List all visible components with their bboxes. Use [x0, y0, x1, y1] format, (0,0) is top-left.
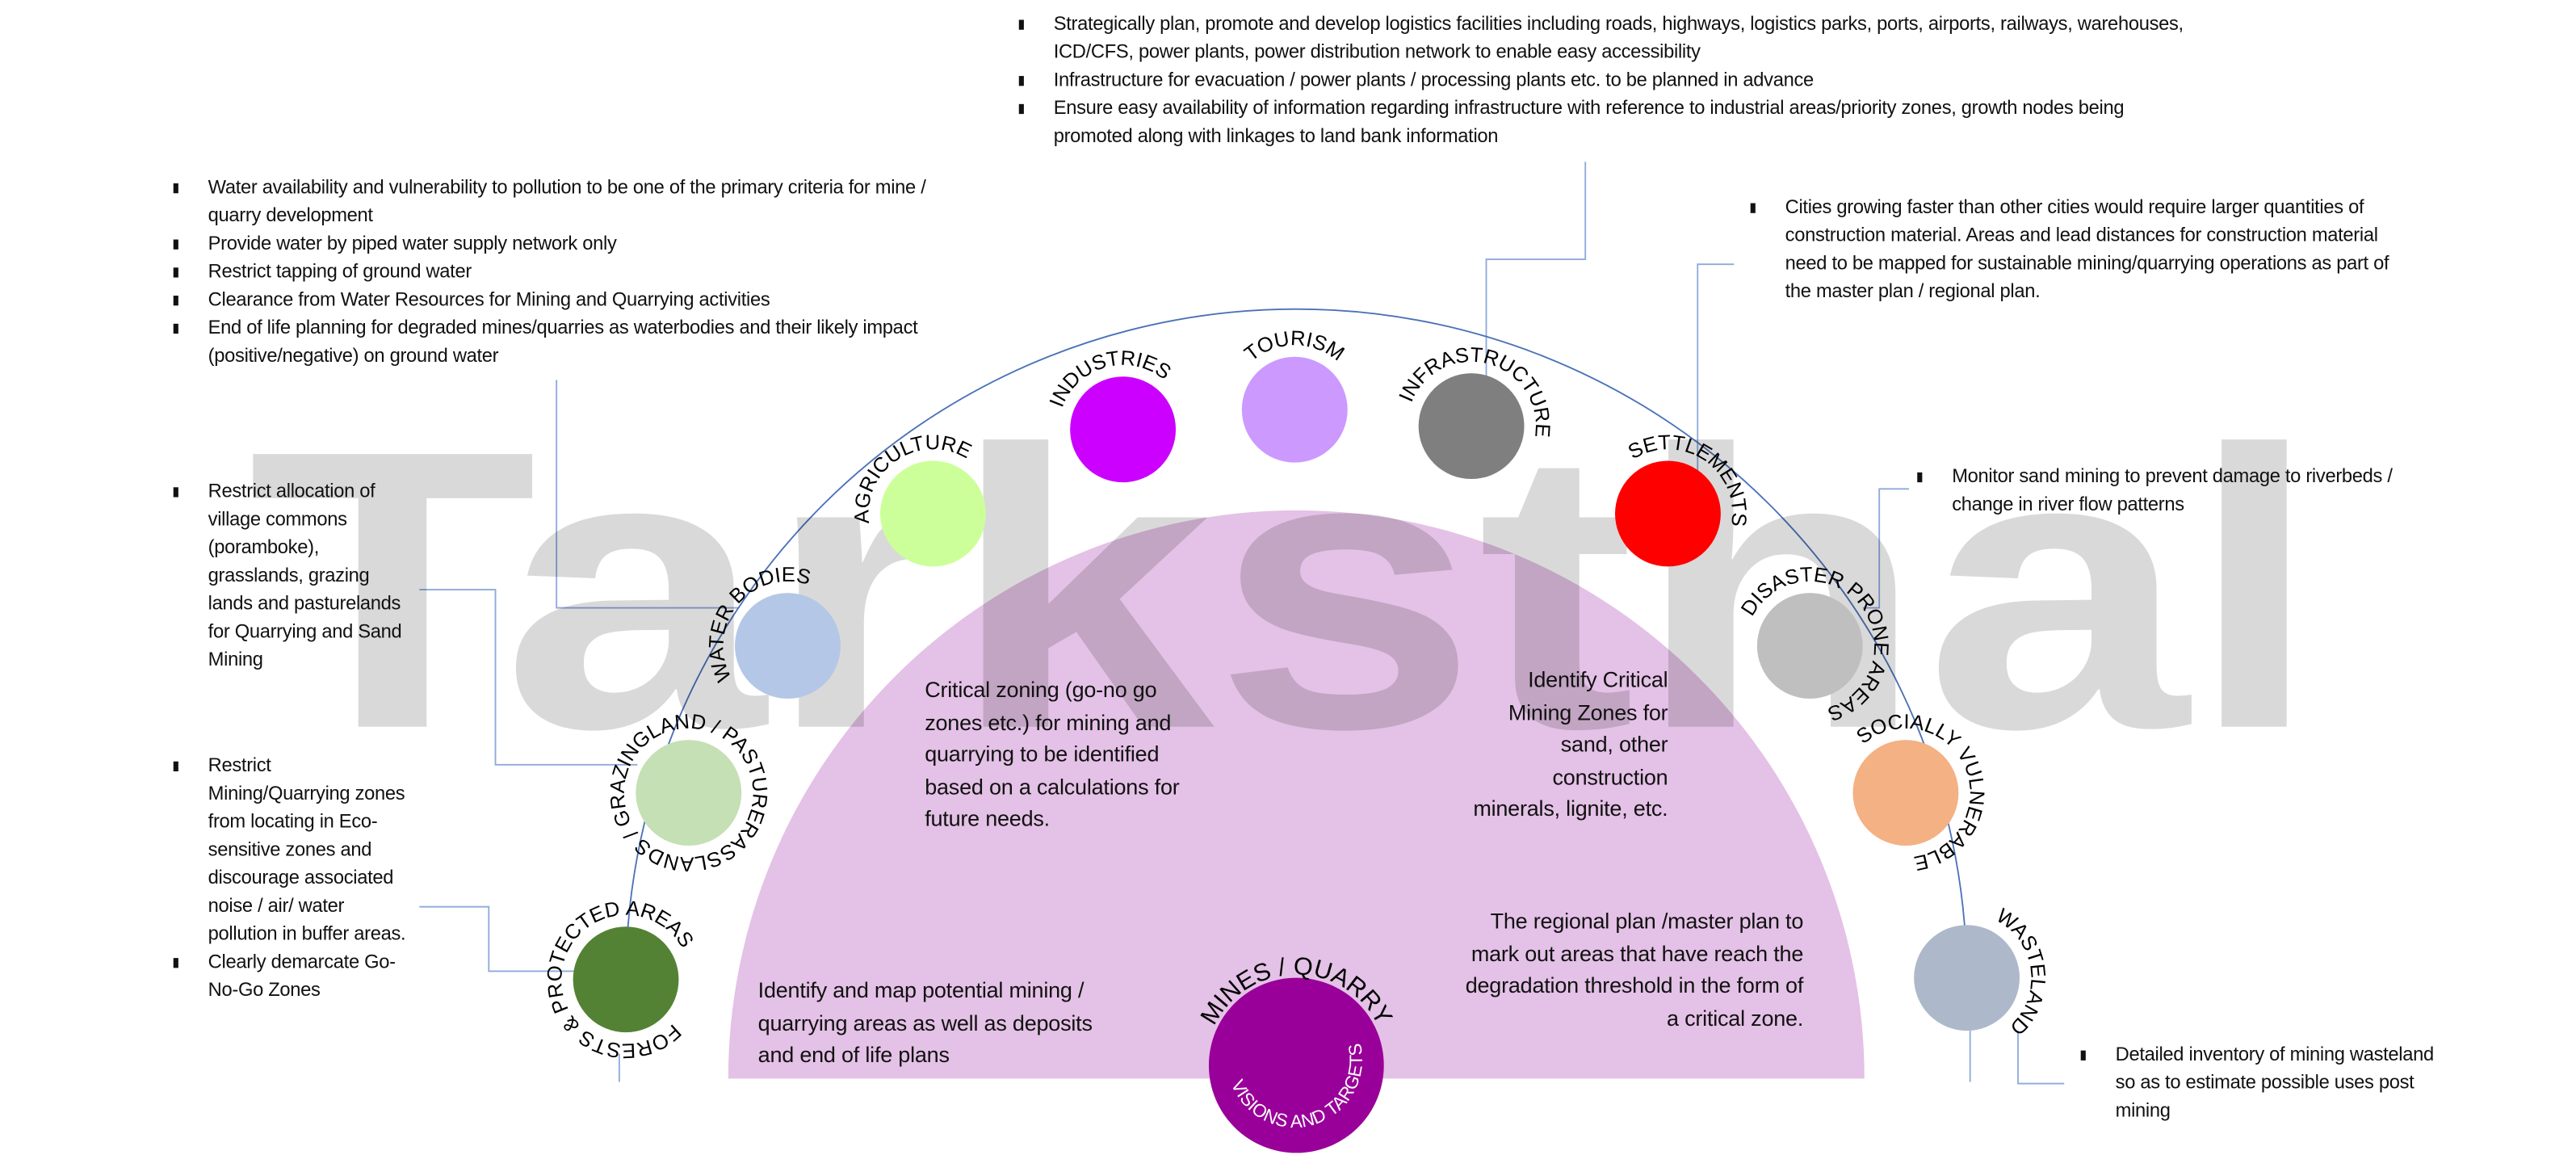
bullet: Restrict allocation of village commons (…: [170, 477, 418, 674]
note-infrastructure: Strategically plan, promote and develop …: [1016, 10, 2196, 150]
node-wasteland: WASTELAND: [1914, 905, 2049, 1040]
connector-lines: [419, 162, 2065, 1085]
bullet: Clearly demarcate Go-No-Go Zones: [170, 948, 415, 1005]
bullet: Clearance from Water Resources for Minin…: [170, 286, 946, 314]
note-forests: Restrict Mining/Quarrying zones from loc…: [170, 751, 415, 1004]
bullet: Restrict Mining/Quarrying zones from loc…: [170, 751, 415, 947]
connector-wasteland: [2017, 1031, 2065, 1085]
bullet: End of life planning for degraded mines/…: [170, 314, 946, 371]
node-circle: [735, 593, 841, 699]
node-tourism: TOURISM: [1240, 327, 1349, 463]
node-circle: [1914, 925, 2020, 1031]
node-arc: [625, 308, 1968, 980]
bullet: Restrict tapping of ground water: [170, 258, 946, 286]
bullet: Cities growing faster than other cities …: [1747, 193, 2416, 305]
bullet: Water availability and vulnerability to …: [170, 174, 946, 230]
node-circle: [1852, 740, 1959, 846]
bullet: Detailed inventory of mining wasteland s…: [2078, 1040, 2444, 1124]
note-wasteland: Detailed inventory of mining wasteland s…: [2078, 1040, 2444, 1124]
bullet: Strategically plan, promote and develop …: [1016, 10, 2196, 66]
node-circle: [573, 926, 679, 1033]
text-critical-zoning: Critical zoning (go-no go zones etc.) fo…: [925, 677, 1180, 831]
note-disaster: Monitor sand mining to prevent damage to…: [1914, 463, 2393, 519]
bullet: Monitor sand mining to prevent damage to…: [1914, 463, 2393, 519]
connector-settlements: [1697, 263, 1735, 480]
connector-disaster: [1862, 488, 1910, 609]
note-settlements: Cities growing faster than other cities …: [1747, 193, 2416, 305]
node-circle: [1756, 593, 1863, 699]
bullet: Infrastructure for evacuation / power pl…: [1016, 66, 2196, 94]
center-circle: [1208, 977, 1384, 1153]
node-circle: [1241, 356, 1348, 463]
note-grasslands: Restrict allocation of village commons (…: [170, 477, 418, 674]
node-circle: [1418, 373, 1525, 480]
connector-forests: [419, 905, 575, 972]
text-regional-plan: The regional plan /master plan to mark o…: [1465, 908, 1804, 1031]
text-identify-map: Identify and map potential mining / quar…: [757, 977, 1093, 1068]
node-water-bodies: WATER BODIES: [705, 564, 841, 699]
note-water: Water availability and vulnerability to …: [170, 174, 946, 370]
connector-grasslands: [419, 589, 638, 766]
connector-infrastructure: [1485, 162, 1587, 377]
bullet: Ensure easy availability of information …: [1016, 94, 2196, 151]
node-circle: [879, 460, 986, 567]
bullet: Provide water by piped water supply netw…: [170, 229, 946, 258]
text-identify-critical: Identify Critical Mining Zones for sand,…: [1473, 667, 1668, 821]
node-circle: [1070, 376, 1177, 483]
node-circle: [636, 740, 742, 846]
node-circle: [1615, 460, 1721, 567]
node-forests-protected-areas: FORESTS & PROTECTED AREAS: [543, 897, 698, 1062]
half-disc: [728, 510, 1865, 1079]
connector-water: [556, 380, 739, 609]
